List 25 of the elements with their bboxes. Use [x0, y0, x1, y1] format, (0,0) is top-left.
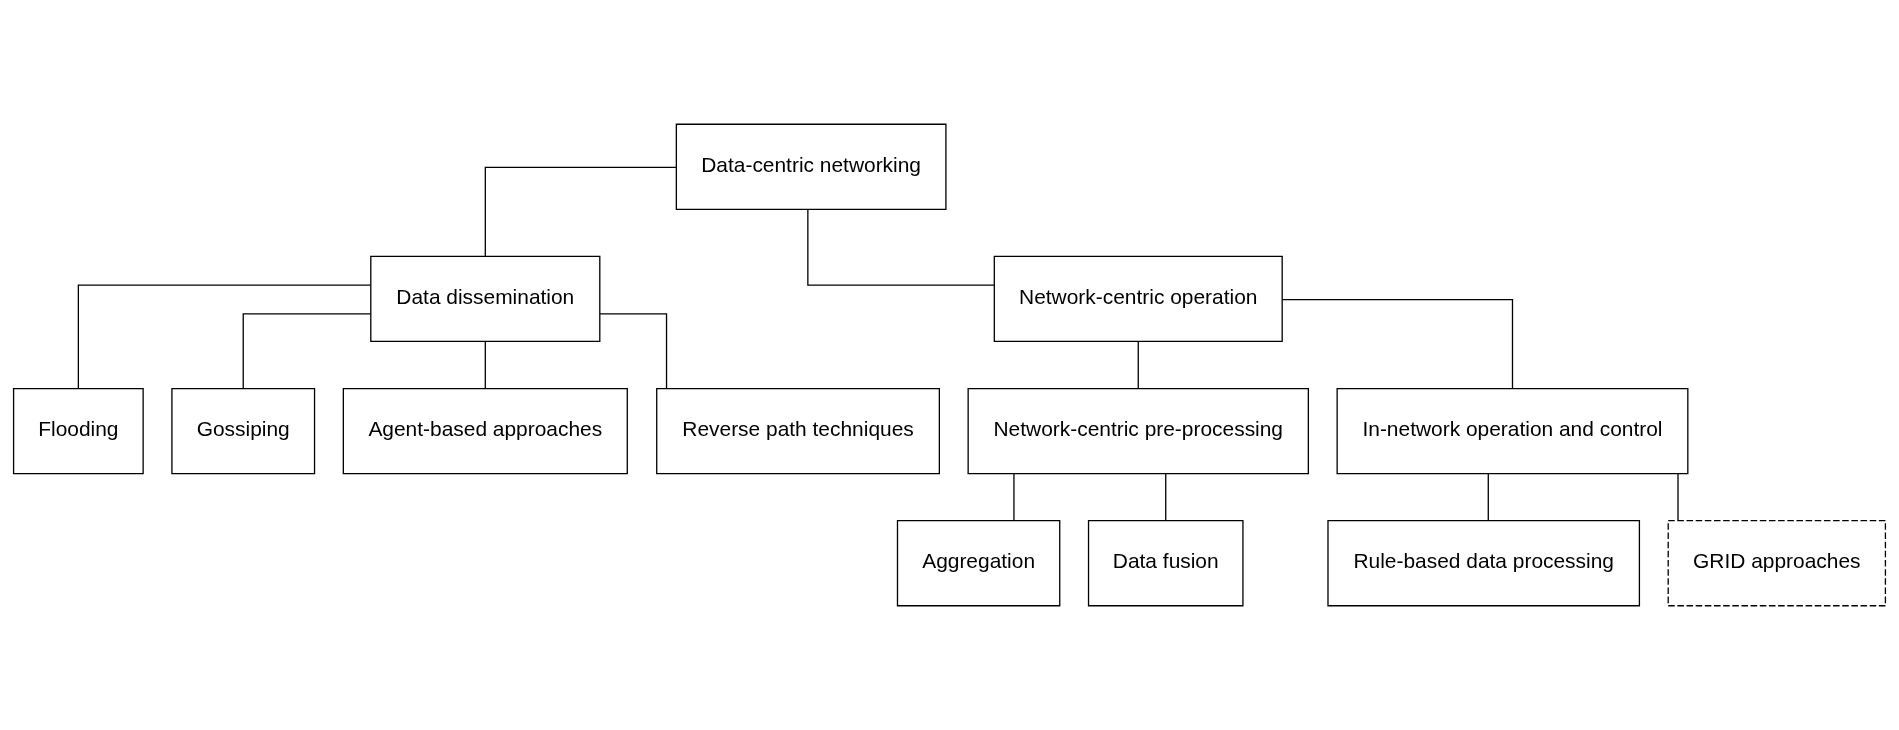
connector — [1281, 298, 1514, 390]
connector — [484, 166, 677, 257]
node-box: Data dissemination — [370, 255, 601, 343]
connector — [807, 208, 995, 286]
connector — [1165, 472, 1167, 521]
node-box: GRID approaches — [1667, 520, 1887, 607]
connector — [1677, 472, 1679, 521]
node-box: Gossiping — [171, 387, 316, 475]
node-box: Reverse path techniques — [656, 387, 940, 475]
node-box: Network-centric operation — [993, 255, 1283, 343]
node-box: In-network operation and control — [1336, 387, 1689, 475]
connector — [484, 340, 486, 389]
connector — [242, 313, 372, 390]
connector — [599, 313, 668, 390]
node-box: Data fusion — [1087, 520, 1244, 607]
connector — [1013, 472, 1015, 521]
node-box: Network-centric pre-processing — [967, 387, 1309, 475]
connector — [1137, 340, 1139, 389]
node-box: Agent-based approaches — [342, 387, 628, 475]
connector — [1487, 472, 1489, 521]
node-box: Flooding — [12, 387, 144, 475]
node-box: Rule-based data processing — [1327, 520, 1641, 607]
connector — [77, 284, 371, 390]
node-box: Data-centric networking — [675, 123, 947, 210]
node-box: Aggregation — [896, 520, 1061, 607]
